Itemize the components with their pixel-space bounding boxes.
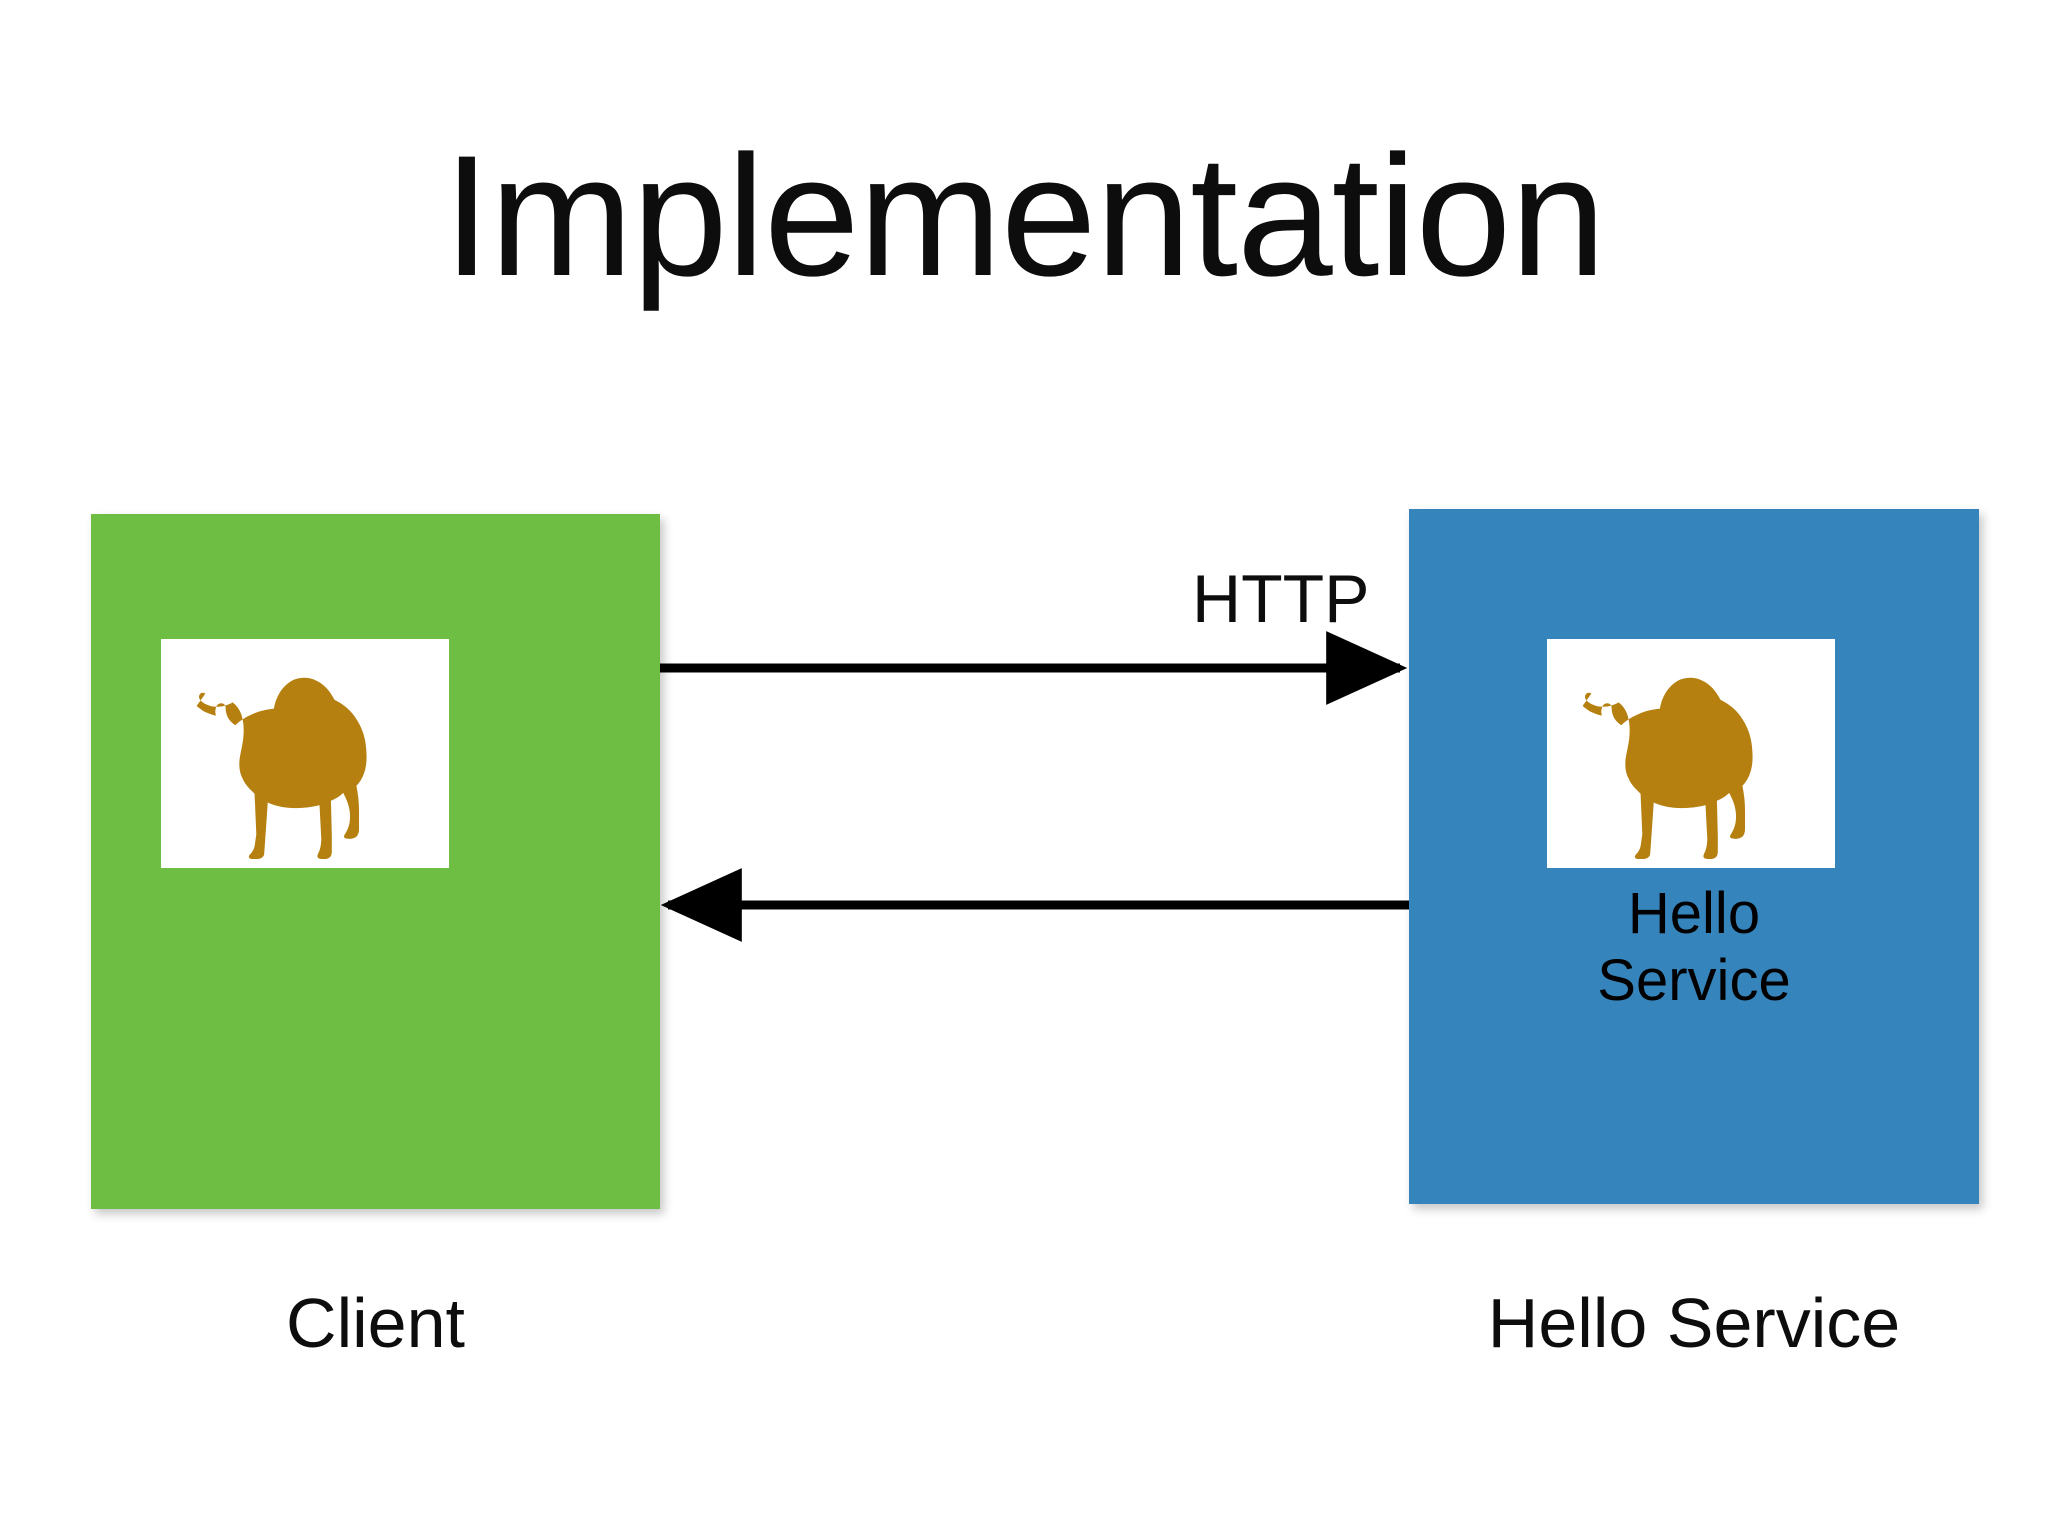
- hello-service-box-label-line2: Service: [1597, 947, 1791, 1013]
- hello-service-logo-panel: [1547, 639, 1835, 868]
- hello-service-caption: Hello Service: [1487, 1284, 1901, 1362]
- client-node-box[interactable]: [91, 514, 660, 1209]
- hello-service-node-box[interactable]: Hello Service: [1409, 509, 1979, 1204]
- perl-camel-icon: [1582, 677, 1753, 859]
- perl-camel-icon: [196, 677, 367, 859]
- client-caption: Client: [286, 1284, 465, 1362]
- hello-service-box-label-line1: Hello: [1627, 881, 1761, 946]
- http-edge-label: HTTP: [1192, 561, 1370, 637]
- client-logo-panel: [161, 639, 449, 868]
- page-title: Implementation: [443, 120, 1606, 312]
- hello-service-box-label: Hello Service: [1409, 881, 1979, 1014]
